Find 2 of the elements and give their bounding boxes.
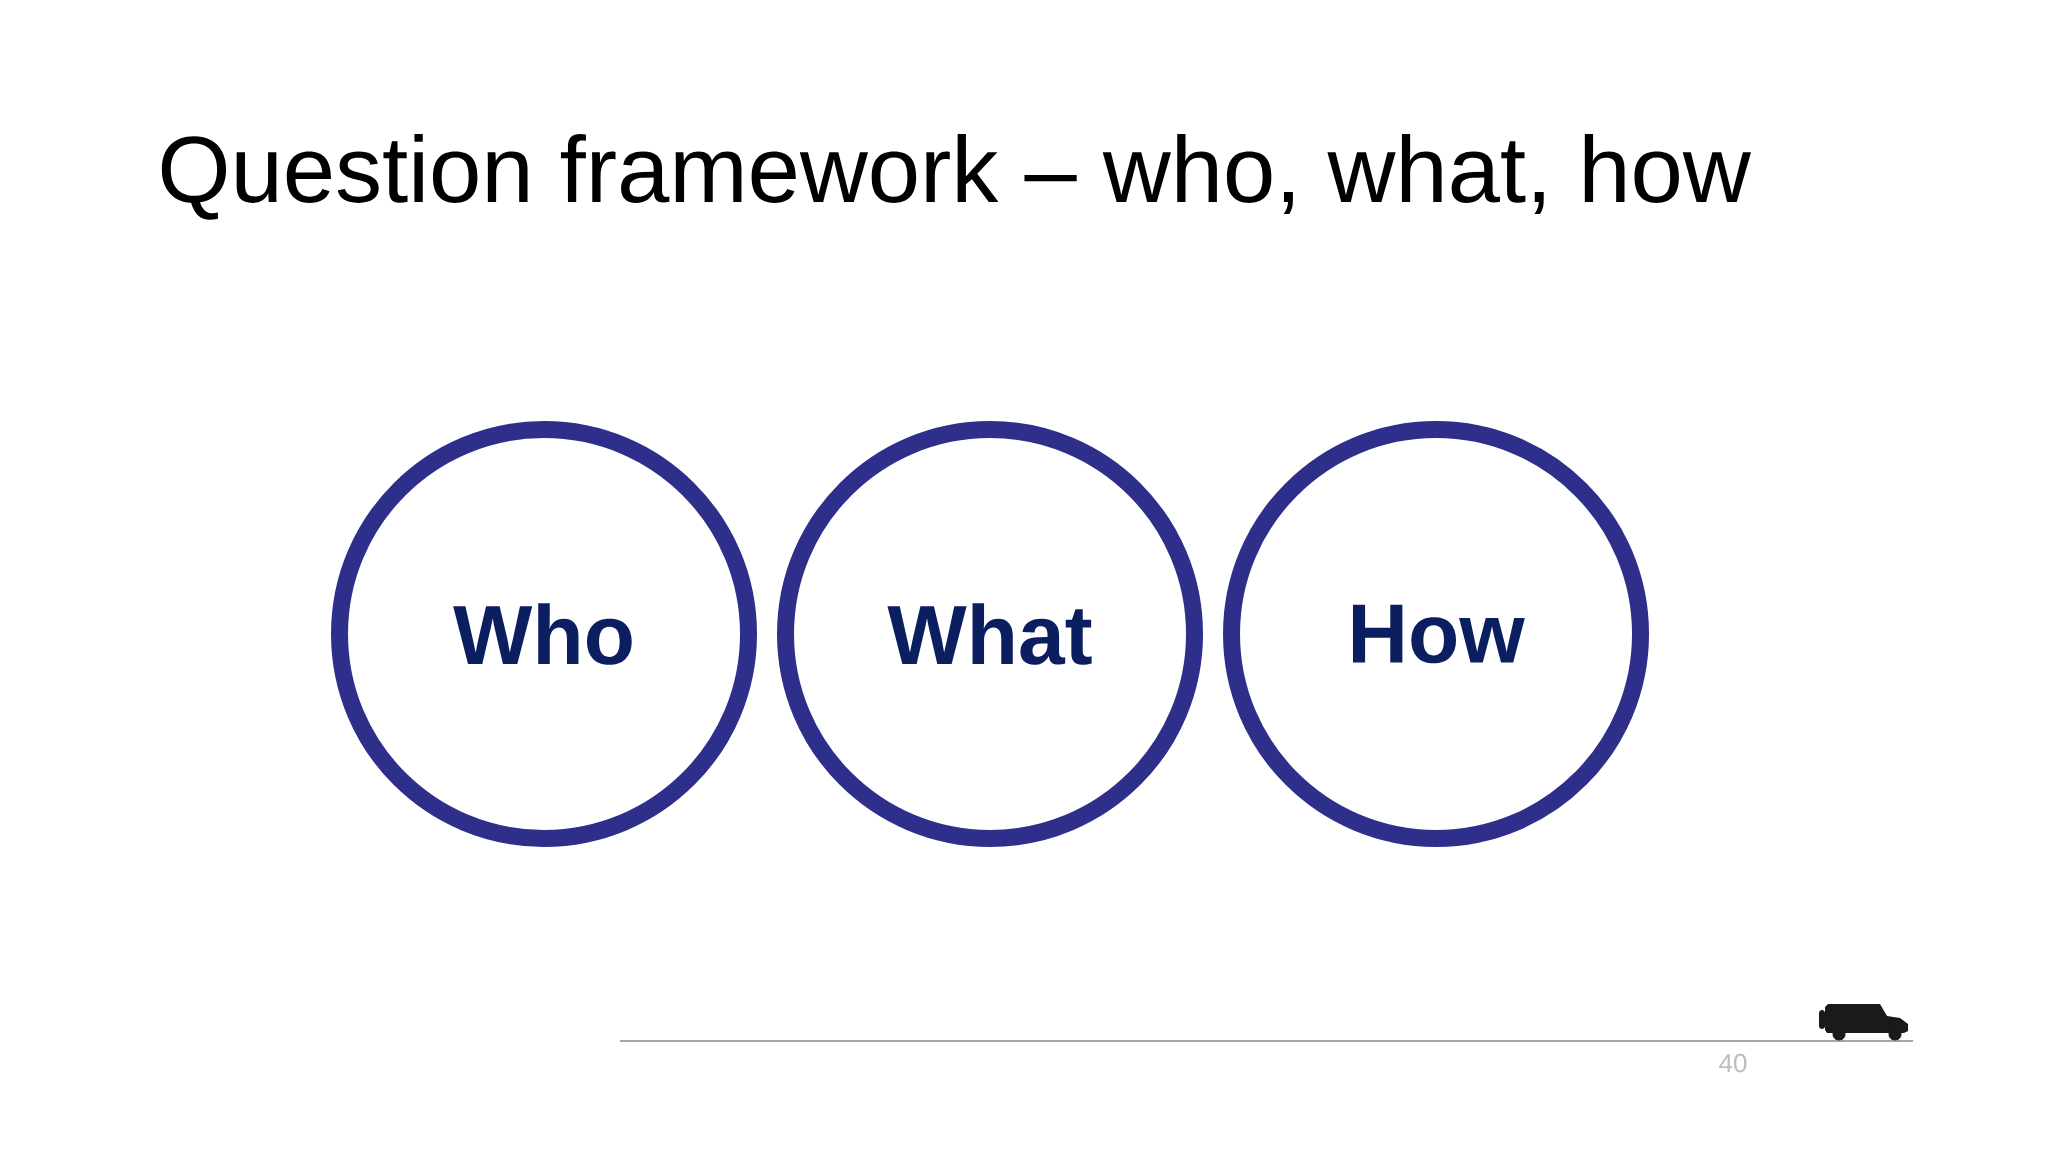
slide-title: Question framework – who, what, how (161, 133, 1751, 220)
page-number: 40 (1719, 1053, 1747, 1073)
